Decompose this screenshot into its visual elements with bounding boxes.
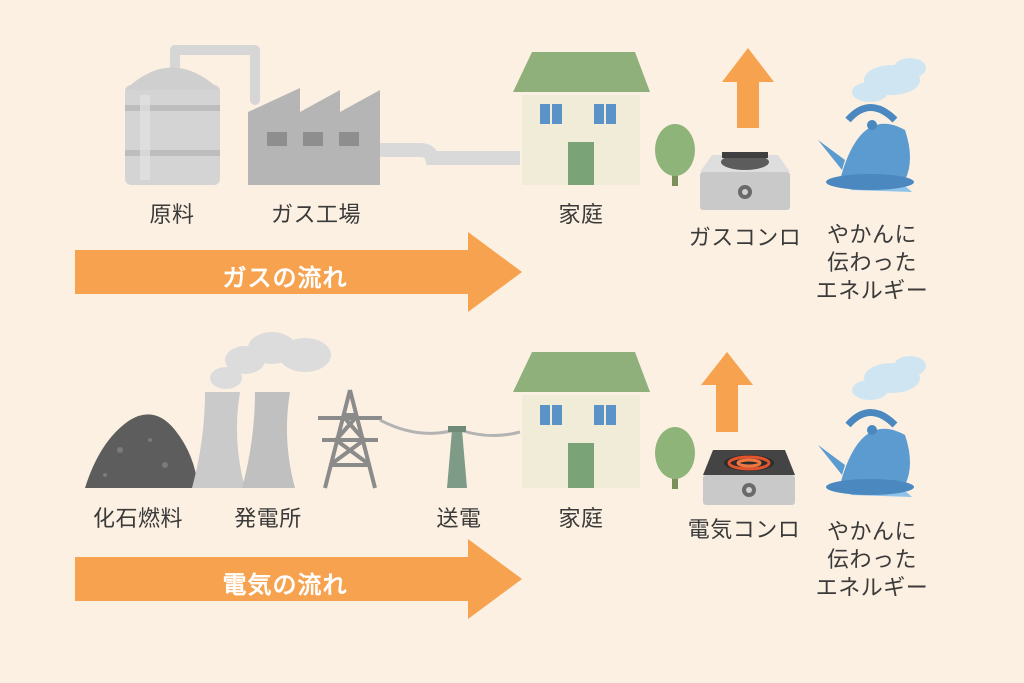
gas-stove-icon xyxy=(700,152,790,210)
electric-home-house-icon xyxy=(513,352,650,488)
transmission-tower-icon xyxy=(318,389,382,489)
kettle-energy-line-2: 伝わった xyxy=(826,548,917,573)
gas-factory-icon xyxy=(248,88,380,185)
transmission-label: 送電 xyxy=(436,507,482,532)
energy-up-arrow-icon xyxy=(701,352,753,432)
raw-material-tank-icon xyxy=(125,67,220,185)
gas-kettle-energy-label: やかんに 伝わった エネルギー xyxy=(807,222,937,306)
electric-flow-arrow xyxy=(75,539,522,619)
tree-icon xyxy=(655,427,695,489)
gas-home-house-icon xyxy=(513,52,650,185)
electric-flow-label: 電気の流れ xyxy=(222,571,348,599)
kettle-energy-line-1: やかんに xyxy=(826,223,917,248)
electric-stove-icon xyxy=(703,450,795,505)
kettle-energy-line-3: エネルギー xyxy=(815,576,929,601)
kettle-icon xyxy=(818,58,926,192)
energy-up-arrow-icon xyxy=(722,48,774,128)
gas-flow-arrow xyxy=(75,232,522,312)
gas-flow-label: ガスの流れ xyxy=(222,264,348,292)
electric-home-label: 家庭 xyxy=(558,507,604,532)
kettle-energy-line-1: やかんに xyxy=(826,520,917,545)
electric-kettle-energy-label: やかんに 伝わった エネルギー xyxy=(807,519,937,603)
utility-pole-icon xyxy=(447,426,467,488)
kettle-energy-line-2: 伝わった xyxy=(826,251,917,276)
electric-stove-label: 電気コンロ xyxy=(687,518,801,543)
raw-material-label: 原料 xyxy=(149,203,195,228)
tank-pipe xyxy=(170,45,260,105)
gas-pipe xyxy=(380,143,520,165)
fossil-fuel-label: 化石燃料 xyxy=(92,507,184,532)
kettle-icon xyxy=(818,356,926,497)
power-plant-label: 発電所 xyxy=(234,507,302,532)
gas-factory-label: ガス工場 xyxy=(270,203,362,228)
gas-home-label: 家庭 xyxy=(558,203,604,228)
tree-icon xyxy=(655,124,695,186)
fossil-fuel-pile-icon xyxy=(85,414,198,488)
gas-stove-label: ガスコンロ xyxy=(688,226,802,251)
kettle-energy-line-3: エネルギー xyxy=(815,279,929,304)
power-plant-icon xyxy=(192,332,331,488)
